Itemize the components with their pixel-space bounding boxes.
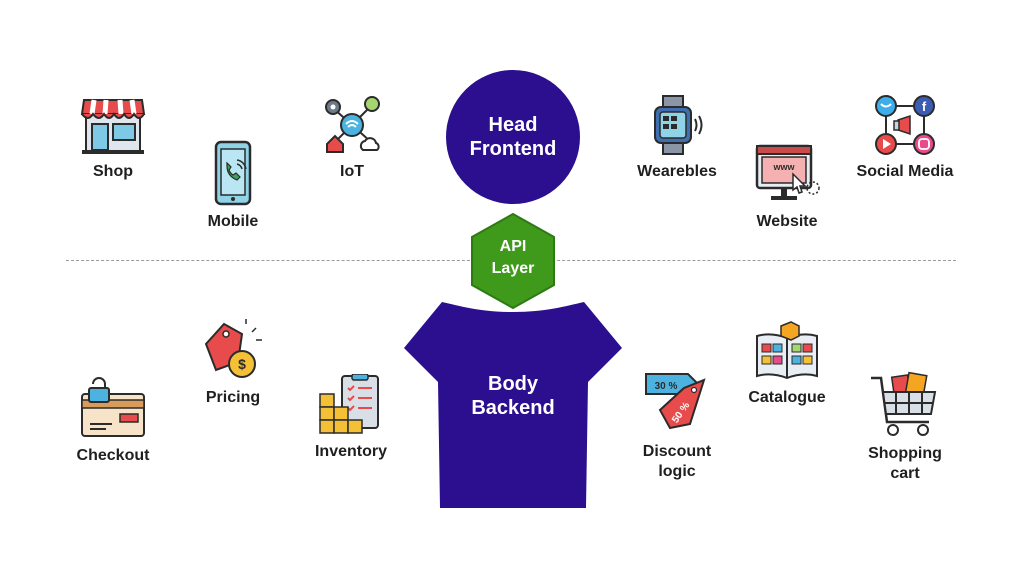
inventory-icon xyxy=(319,374,379,434)
head-frontend-circle: Head Frontend xyxy=(446,70,580,204)
iot-label: IoT xyxy=(340,163,364,180)
pricing-label: Pricing xyxy=(205,389,261,406)
frontend-item-website: www Website xyxy=(722,142,852,232)
frontend-item-social-media: f Social Media xyxy=(840,94,970,182)
price-tag-icon: $ xyxy=(204,319,262,378)
api-layer-text: API Layer xyxy=(470,236,556,280)
shop-label: Shop xyxy=(93,163,133,180)
backend-item-discount-logic: 30 % 50 % Discount logic xyxy=(612,370,742,482)
api-layer-hexagon xyxy=(471,212,555,310)
website-browser-icon: www xyxy=(755,144,820,200)
shop-icon xyxy=(80,99,146,154)
iot-icon xyxy=(325,96,380,153)
mobile-phone-icon xyxy=(214,140,252,206)
backend-label: Backend xyxy=(471,397,555,419)
body-label: Body xyxy=(488,373,538,395)
frontend-item-shop: Shop xyxy=(48,94,178,182)
checkout-label: Checkout xyxy=(76,447,150,464)
inventory-label: Inventory xyxy=(314,443,387,460)
frontend-item-mobile: Mobile xyxy=(168,140,298,232)
api-label: API xyxy=(499,238,527,255)
www-text: www xyxy=(772,162,795,172)
website-label: Website xyxy=(756,213,818,230)
wearables-label: Wearebles xyxy=(637,163,717,180)
backend-item-shopping-cart: Shopping cart xyxy=(840,370,970,484)
layer-label: Layer xyxy=(491,260,535,277)
discount-tags-icon: 30 % 50 % xyxy=(645,373,706,430)
social-media-label: Social Media xyxy=(856,163,954,180)
discount-30-text: 30 % xyxy=(655,381,678,392)
head-label: Head xyxy=(488,114,538,136)
social-media-icon: f xyxy=(875,95,935,155)
svg-text:f: f xyxy=(922,99,927,114)
shopping-cart-icon xyxy=(871,371,937,436)
frontend-item-wearables: Wearebles xyxy=(612,94,742,182)
smartwatch-icon xyxy=(654,95,703,155)
backend-item-inventory: Inventory xyxy=(286,374,416,462)
body-backend-torso xyxy=(404,302,622,508)
checkout-card-lock-icon xyxy=(81,377,145,437)
body-backend-text: Body Backend xyxy=(440,372,586,420)
frontend-item-iot: IoT xyxy=(287,94,417,182)
backend-item-catalogue: Catalogue xyxy=(722,318,852,408)
dollar-sign-text: $ xyxy=(238,356,246,372)
frontend-label: Frontend xyxy=(469,138,557,160)
shopping-cart-label: Shopping cart xyxy=(868,445,942,482)
backend-item-pricing: $ Pricing xyxy=(168,318,298,408)
mobile-label: Mobile xyxy=(207,213,259,230)
backend-item-checkout: Checkout xyxy=(48,374,178,466)
catalogue-label: Catalogue xyxy=(748,389,826,406)
catalogue-book-icon xyxy=(756,321,818,380)
discount-logic-label: Discount logic xyxy=(642,443,712,480)
